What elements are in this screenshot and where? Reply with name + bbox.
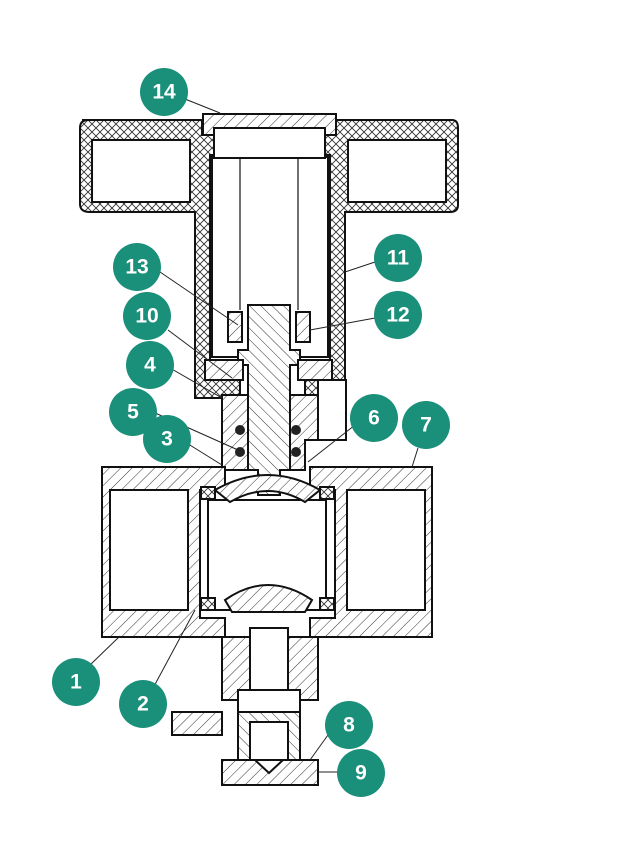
stem [204, 304, 333, 496]
callout-11: 11 [374, 234, 422, 282]
callout-4: 4 [126, 341, 174, 389]
callout-label: 2 [137, 693, 149, 716]
callout-badge [126, 341, 174, 389]
callout-label: 1 [70, 671, 82, 694]
callout-badge [350, 394, 398, 442]
callout-label: 6 [368, 407, 380, 430]
callout-badge [140, 68, 188, 116]
callout-2: 2 [119, 680, 167, 728]
top-cap [202, 113, 337, 159]
callout-label: 10 [135, 305, 158, 328]
lower-assembly [171, 627, 319, 786]
callout-label: 5 [127, 401, 139, 424]
callout-6: 6 [350, 394, 398, 442]
callout-9: 9 [337, 749, 385, 797]
callout-badge [109, 388, 157, 436]
callout-label: 9 [355, 762, 367, 785]
callout-3: 3 [143, 415, 191, 463]
callout-label: 3 [161, 428, 173, 451]
callout-label: 14 [152, 81, 176, 104]
callout-14: 14 [140, 68, 188, 116]
callout-badge [374, 234, 422, 282]
leader-lines [89, 94, 419, 773]
callout-13: 13 [113, 243, 161, 291]
callout-label: 7 [420, 414, 432, 437]
callout-badge [123, 292, 171, 340]
callout-badge [143, 415, 191, 463]
callout-1: 1 [52, 658, 100, 706]
callout-label: 13 [125, 256, 148, 279]
callout-10: 10 [123, 292, 171, 340]
callout-badge [374, 291, 422, 339]
callout-badge [402, 401, 450, 449]
callout-12: 12 [374, 291, 422, 339]
callout-label: 12 [386, 304, 409, 327]
callout-badge [337, 749, 385, 797]
bonnet [221, 379, 347, 471]
callout-badge [113, 243, 161, 291]
callout-badge [119, 680, 167, 728]
callout-label: 4 [144, 354, 156, 377]
callout-7: 7 [402, 401, 450, 449]
callout-badge [52, 658, 100, 706]
callout-label: 11 [387, 247, 410, 270]
callout-8: 8 [325, 701, 373, 749]
callout-5: 5 [109, 388, 157, 436]
callout-badge [325, 701, 373, 749]
callout-label: 8 [343, 714, 355, 737]
valve-body [101, 466, 433, 638]
